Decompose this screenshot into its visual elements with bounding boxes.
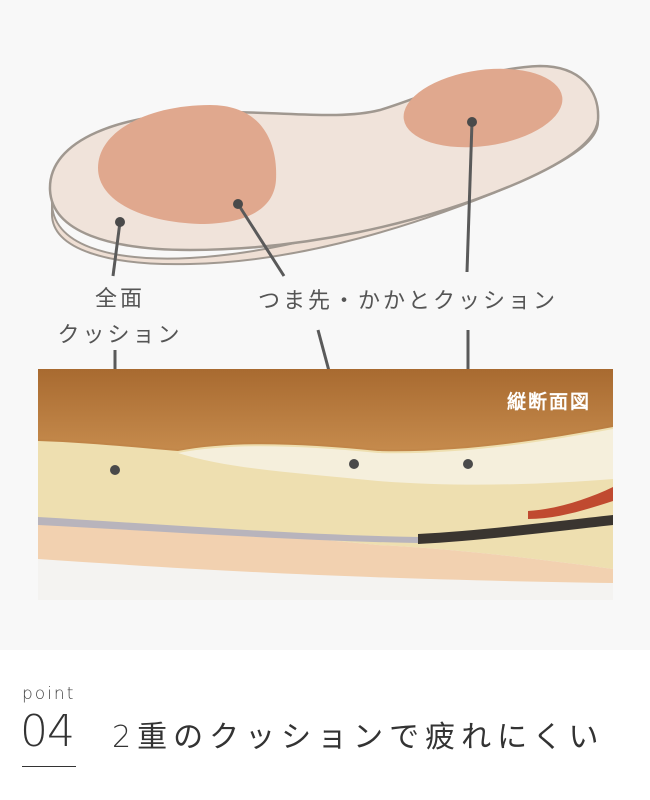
cross-section-layers [38,369,613,600]
point-underline [22,766,76,767]
point-title: 2重のクッションで疲れにくい [112,720,605,755]
point-number: 04 [20,706,75,757]
label-full-cushion: 全面 クッション [40,282,200,354]
cross-section-photo: 縦断面図 [38,369,613,600]
heel-cushion-pad [403,68,563,148]
photo-dot-toe [349,459,359,469]
leader-dot-toe [233,199,243,209]
label-toe-heel-cushion: つま先・かかとクッション [258,289,559,314]
photo-caption: 縦断面図 [506,391,591,413]
photo-dot-full [110,465,120,475]
leader-line-full [111,221,122,277]
photo-dot-heel [463,459,473,469]
insole-diagram [48,64,600,470]
toe-cushion-pad [98,105,277,224]
label-full-cushion-line2: クッション [57,323,183,348]
point-label: point [22,684,76,704]
leader-dot-full [115,217,125,227]
leader-line-toe [236,203,286,277]
leader-dot-heel [467,117,477,127]
leader-line-heel [465,121,474,273]
label-full-cushion-line1: 全面 [94,287,145,312]
